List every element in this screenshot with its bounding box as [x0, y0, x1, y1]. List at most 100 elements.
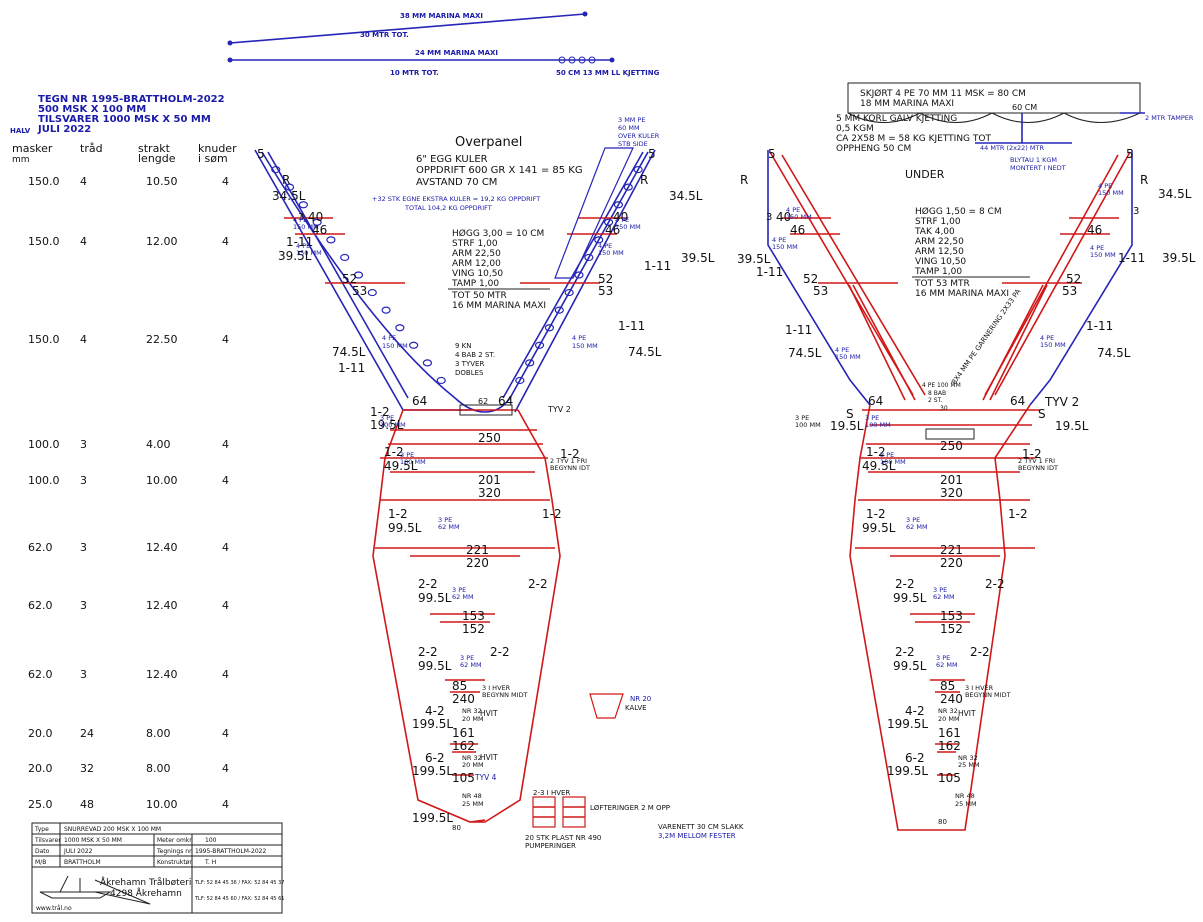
under-40: 40 [776, 210, 791, 224]
float-ball-icon [395, 324, 405, 332]
pumper: PUMPERINGER [525, 842, 576, 850]
under-5-left: 5 [768, 147, 776, 161]
under-center-1: 4 PE 100 MM [922, 382, 961, 389]
over-pe4-e: 4 PE [382, 334, 396, 342]
table-cell: 48 [80, 798, 94, 811]
over-pe4-c2: 150 MM [296, 249, 322, 257]
under-80: 80 [938, 818, 947, 826]
over-right-inner [502, 151, 644, 399]
table-cell: 20.0 [28, 762, 53, 775]
over-995-a: 99.5L [388, 521, 422, 535]
over-tau: 16 MM MARINA MAXI [452, 301, 546, 311]
table-cell: 3 [80, 599, 87, 612]
under-panel [767, 82, 1145, 831]
header-line-2: 500 MSK X 100 MM [38, 104, 146, 115]
table-cell: 4 [222, 541, 229, 554]
under-hver3-a: 3 I HVER [965, 684, 994, 692]
under-64-left: 64 [868, 394, 883, 408]
under-right-outer [994, 151, 1131, 396]
under-395-left: 39.5L [737, 252, 771, 266]
tb-dato-label: Dato [35, 848, 50, 855]
under-12-c: 1-2 [866, 507, 886, 521]
under-s-left: S [846, 407, 854, 421]
under-995-a: 99.5L [862, 521, 896, 535]
rope-end-dot [609, 57, 615, 63]
under-nr32: NR 32 [938, 707, 958, 715]
tb-web: www.trål.no [36, 905, 72, 912]
over-62s: 6-2 [425, 751, 445, 765]
over-pe3-c: 3 PE [438, 516, 452, 524]
over-12-a: 1-2 [370, 405, 390, 419]
under-152: 152 [940, 622, 963, 636]
under-22-d: 2-2 [970, 645, 990, 659]
under-745-right: 74.5L [1097, 346, 1131, 360]
over-hver3-b: BEGYNN MIDT [482, 691, 528, 699]
under-pe4-f2: 150 MM [1040, 341, 1066, 349]
under-195-left: 19.5L [830, 419, 864, 433]
under-153: 153 [940, 609, 963, 623]
under-r-right: R [1140, 173, 1148, 187]
float-ball-icon [381, 306, 391, 314]
float-ball-icon [353, 271, 364, 279]
over-64-left: 64 [412, 394, 427, 408]
over-pe4-f: 4 PE [572, 334, 586, 342]
over-spec-1: HØGG 3,00 = 10 CM [452, 228, 544, 239]
under-240: 240 [940, 692, 963, 706]
over-52-right: 52 [598, 272, 613, 286]
tb-address: 4298 Åkrehamn [110, 887, 182, 899]
table-cell: 10.00 [146, 474, 178, 487]
table-cell: 25.0 [28, 798, 53, 811]
over-hvit-a: HVIT [480, 709, 498, 718]
over-53-right: 53 [598, 284, 613, 298]
under-spec-7: TAMP 1,00 [914, 267, 962, 277]
float-ball-icon [409, 341, 419, 349]
over-320: 320 [478, 486, 501, 500]
over-62: 62 [478, 397, 488, 406]
over-pe-note-4: STB SIDE [618, 140, 648, 148]
under-kjetting-2: 0,5 KGM [836, 124, 874, 134]
table-cell: 10.00 [146, 798, 178, 811]
over-105: 105 [452, 771, 475, 785]
under-64-right: 64 [1010, 394, 1025, 408]
under-25mm: 25 MM [955, 800, 977, 808]
under-pe4-e: 4 PE [835, 346, 849, 354]
under-pe4-f: 4 PE [1040, 334, 1054, 342]
over-pe-note-1: 3 MM PE [618, 116, 646, 124]
under-blytau-1: BLYTAU 1 KGM [1010, 156, 1057, 164]
float-ball-icon [367, 288, 377, 297]
top-ropes: 38 MM MARINA MAXI 30 MTR TOT. 24 MM MARI… [227, 11, 660, 77]
float-ball-icon [525, 359, 535, 367]
under-mtr: 44 MTR (2x22) MTR [980, 144, 1044, 152]
over-avstand: AVSTAND 70 CM [416, 177, 497, 188]
varenett: VARENETT 30 CM SLAKK [658, 823, 744, 831]
table-cell: 4 [222, 798, 229, 811]
over-53-left: 53 [352, 284, 367, 298]
table-cell: 4.00 [146, 438, 171, 451]
boat-logo [39, 875, 151, 905]
float-ball-icon [534, 341, 545, 349]
under-52-right: 52 [1066, 272, 1081, 286]
under-85: 85 [940, 679, 955, 693]
title-frame [31, 822, 283, 914]
over-kuler: 6" EGG KULER [416, 154, 488, 165]
header-line-3: TILSVARER 1000 MSK X 50 MM [38, 114, 211, 125]
table-cell: 4 [222, 727, 229, 740]
over-hver3-a: 3 I HVER [482, 684, 511, 692]
table-cell: 12.40 [146, 541, 178, 554]
over-spec-3: ARM 22,50 [452, 249, 501, 259]
under-345: 34.5L [1158, 187, 1192, 201]
under-20mm: 20 MM [938, 715, 960, 723]
skjort-box [847, 82, 1141, 114]
tb-tegning-val: 1995-BRATTHOLM-2022 [195, 848, 266, 855]
tb-mb-val: BRATTHOLM [64, 859, 101, 866]
under-kjetting-4: OPPHENG 50 CM [836, 144, 911, 154]
table-cell: 12.40 [146, 599, 178, 612]
under-995-c: 99.5L [893, 659, 927, 673]
under-hvit: HVIT [958, 709, 976, 718]
under-pe4-c: 4 PE [772, 236, 786, 244]
over-20mm-b: 20 MM [462, 761, 484, 769]
over-995-c: 99.5L [418, 659, 452, 673]
under-pe3-f2: 62 MM [936, 661, 958, 669]
under-hver3-b: BEGYNN MIDT [965, 691, 1011, 699]
over-42: 4-2 [425, 704, 445, 718]
